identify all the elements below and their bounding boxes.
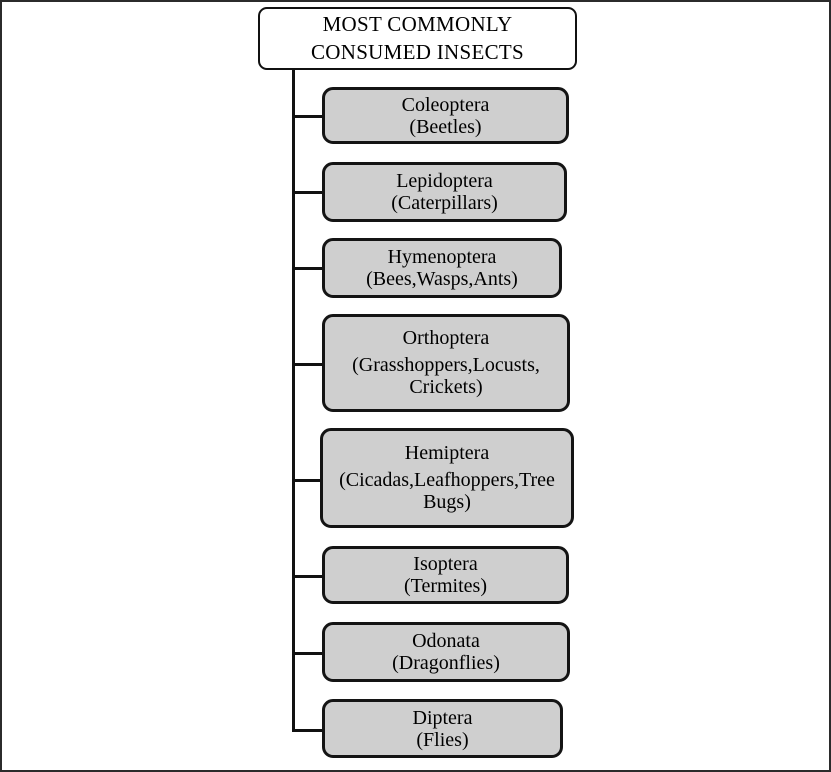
node-order-name: Orthoptera [402,327,490,350]
node-common-name: (Flies) [416,728,469,751]
connector-stub-diptera [292,729,323,732]
node-common-name: (Termites) [403,575,487,597]
node-isoptera: Isoptera (Termites) [322,546,569,604]
connector-trunk [292,68,295,731]
root-node: MOST COMMONLY CONSUMED INSECTS [258,7,577,70]
node-orthoptera: Orthoptera (Grasshoppers,Locusts, Cricke… [322,314,570,412]
root-title-line-2: CONSUMED INSECTS [310,39,525,64]
node-common-name: (Grasshoppers,Locusts, Crickets) [352,353,540,399]
connector-stub-lepidoptera [292,191,323,194]
connector-stub-orthoptera [292,363,323,366]
node-odonata: Odonata (Dragonflies) [322,622,570,682]
connector-stub-isoptera [292,575,323,578]
connector-stub-coleoptera [292,115,323,118]
node-common-name: (Cicadas,Leafhoppers,Tree Bugs) [339,468,555,514]
connector-stub-hemiptera [292,479,323,482]
node-common-name: (Beetles) [409,115,482,138]
node-lepidoptera: Lepidoptera (Caterpillars) [322,162,567,222]
node-common-name: (Dragonflies) [392,652,500,674]
node-coleoptera: Coleoptera (Beetles) [322,87,569,144]
connector-stub-odonata [292,652,323,655]
node-order-name: Isoptera [413,553,478,575]
root-title-line-1: MOST COMMONLY [322,11,513,36]
node-order-name: Coleoptera [401,93,490,116]
node-order-name: Diptera [412,706,473,729]
node-hemiptera: Hemiptera (Cicadas,Leafhoppers,Tree Bugs… [320,428,574,528]
node-common-name: (Bees,Wasps,Ants) [366,268,518,290]
node-hymenoptera: Hymenoptera (Bees,Wasps,Ants) [322,238,562,298]
node-order-name: Hymenoptera [387,246,497,268]
connector-stub-hymenoptera [292,267,323,270]
node-order-name: Lepidoptera [396,170,493,192]
node-order-name: Odonata [412,630,480,652]
node-diptera: Diptera (Flies) [322,699,563,758]
node-order-name: Hemiptera [404,442,490,465]
node-common-name: (Caterpillars) [391,192,498,214]
